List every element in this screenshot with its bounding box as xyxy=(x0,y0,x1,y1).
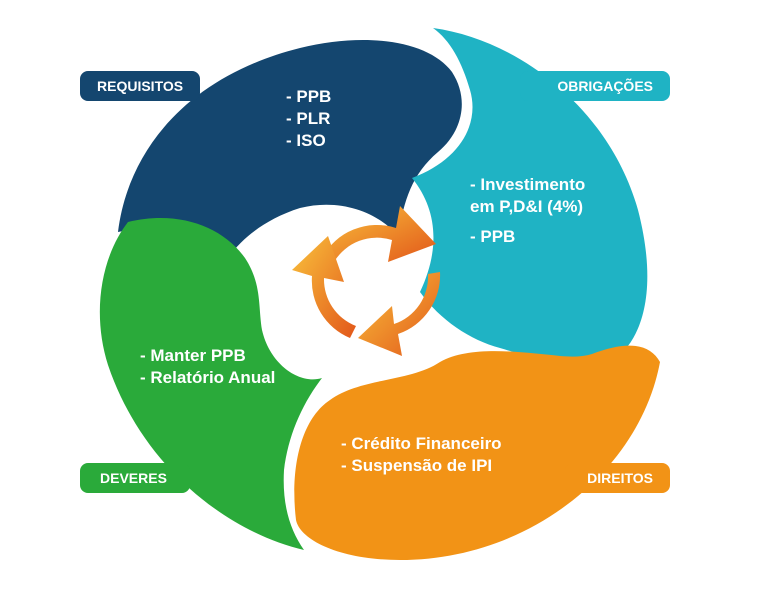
requisitos-item: - PLR xyxy=(286,109,331,128)
direitos-item: - Crédito Financeiro xyxy=(341,434,502,453)
direitos-label: DIREITOS xyxy=(565,463,670,493)
deveres-item: - Relatório Anual xyxy=(140,368,276,387)
spacer xyxy=(470,218,585,226)
obrigacoes-label: OBRIGAÇÕES xyxy=(520,71,670,101)
obrigacoes-shape xyxy=(412,28,648,367)
cycle-arrows-icon xyxy=(292,206,441,356)
direitos-items: - Crédito Financeiro - Suspensão de IPI xyxy=(341,433,502,477)
requisitos-label: REQUISITOS xyxy=(80,71,200,101)
requisitos-item: - ISO xyxy=(286,131,326,150)
requisitos-item: - PPB xyxy=(286,87,332,106)
obrigacoes-item: em P,D&I (4%) xyxy=(470,197,584,216)
deveres-items: - Manter PPB - Relatório Anual xyxy=(140,345,275,389)
requisitos-items: - PPB - PLR - ISO xyxy=(286,86,331,152)
obrigacoes-item: - Investimento xyxy=(470,175,586,194)
deveres-item: - Manter PPB xyxy=(140,346,246,365)
obrigacoes-items: - Investimento em P,D&I (4%) - PPB xyxy=(470,174,585,248)
direitos-item: - Suspensão de IPI xyxy=(341,456,493,475)
obrigacoes-item: - PPB xyxy=(470,227,516,246)
direitos-shape xyxy=(294,345,660,560)
deveres-label: DEVERES xyxy=(80,463,190,493)
requisitos-shape xyxy=(118,40,462,262)
deveres-shape xyxy=(99,218,323,550)
